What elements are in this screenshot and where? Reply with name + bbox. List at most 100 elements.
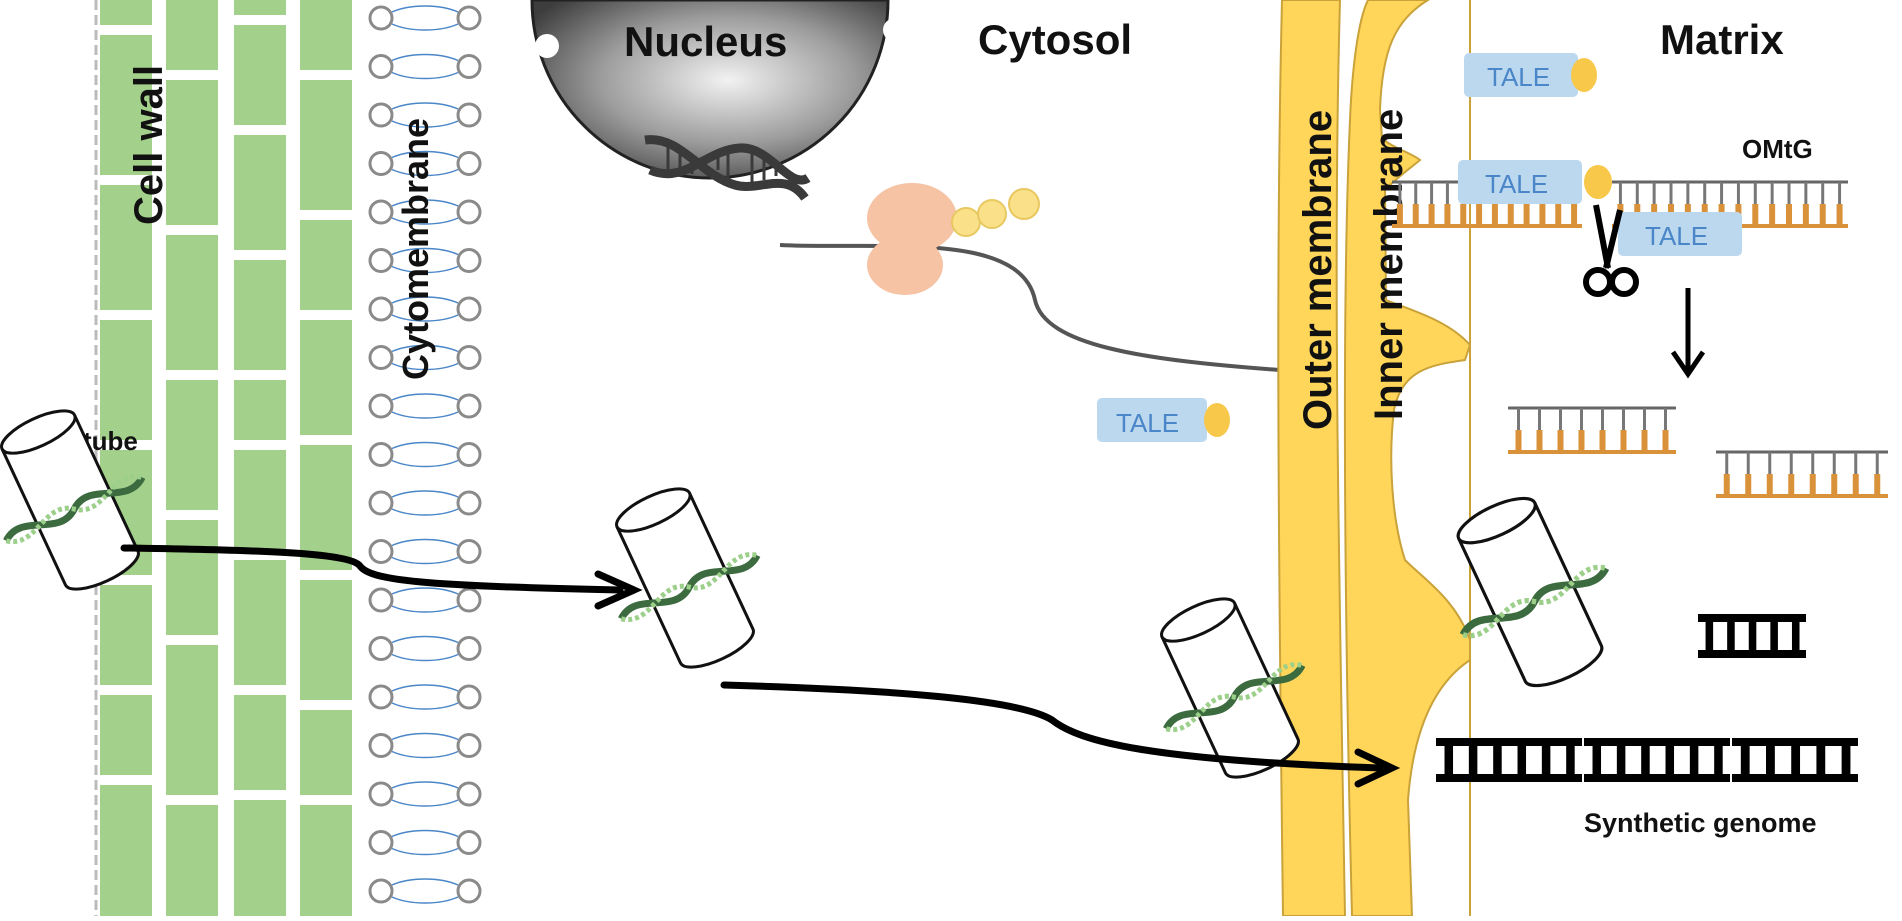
lipid-tail (391, 799, 459, 807)
lipid-head (456, 151, 482, 176)
cell-wall-brick (300, 0, 352, 70)
dna-rung (1748, 622, 1757, 650)
nanotubes (0, 409, 1610, 779)
nanotube-icon (0, 409, 146, 591)
outer-membrane-label: Outer membrane (1296, 110, 1340, 430)
lipid-head (456, 296, 482, 322)
lipid-tail (391, 829, 459, 838)
dna-rung (1791, 746, 1801, 774)
dna-rung (1791, 622, 1800, 650)
lipid-head (368, 102, 394, 128)
lipid-tail (391, 314, 459, 322)
wrapped-dna (618, 552, 761, 623)
dna-rung (1816, 746, 1826, 774)
dna-rung (1770, 622, 1778, 650)
dna-helix-icon (644, 135, 811, 201)
cell-wall-brick (234, 135, 286, 250)
lipid-tail (391, 605, 459, 613)
dna-rung (1714, 746, 1723, 774)
dna-backbone (1436, 738, 1582, 746)
lipid-tail (391, 265, 459, 274)
lipid-tail (391, 102, 459, 110)
lipid-tail (391, 587, 459, 595)
lipid-tail (391, 53, 459, 62)
cell-wall-brick (100, 585, 152, 685)
lipid-tail (391, 71, 459, 80)
dna-rung (1841, 746, 1851, 774)
synthetic-dna-block (1698, 614, 1806, 658)
lipid-tail (391, 490, 459, 498)
dna-backbone (1584, 774, 1730, 782)
lipid-tail (391, 296, 459, 304)
dna-rung (1766, 746, 1775, 774)
lipid-tail (391, 750, 459, 759)
delivery-arrow (720, 681, 1401, 788)
tale-protein: TALE (1618, 212, 1742, 256)
lipid-head (456, 54, 482, 79)
nanotube-body (615, 492, 755, 669)
cell-wall-brick (100, 695, 152, 775)
cell-wall-brick (166, 645, 218, 795)
dna-rung (1641, 746, 1650, 774)
inner-membrane-label: Inner membrane (1367, 109, 1411, 420)
cell-wall-brick (100, 185, 152, 310)
dna-rung (1468, 746, 1478, 774)
cell-wall-brick (234, 800, 286, 916)
cell-wall-brick (234, 695, 286, 790)
dna-rung (1592, 746, 1602, 774)
omtg-label: OMtG (1742, 134, 1813, 164)
dna-fragment (1716, 450, 1888, 498)
lipid-tail (391, 556, 459, 565)
lipid-head (368, 539, 394, 564)
lipid-tail (391, 702, 459, 710)
cell-wall-bricks (100, 0, 352, 916)
cell-wall-brick (300, 580, 352, 700)
cell-wall-brick (166, 235, 218, 370)
lipid-tail (391, 781, 459, 789)
synthetic-genome-label: Synthetic genome (1584, 808, 1817, 838)
lipid-head (456, 684, 482, 710)
lipid-head (368, 296, 394, 322)
nanotube-body (0, 414, 140, 591)
lipid-head (456, 5, 482, 31)
lipid-head (456, 442, 482, 467)
nanotube-end (615, 487, 692, 533)
cell-wall-brick (166, 520, 218, 635)
cytomembrane-bilayer (368, 5, 482, 904)
nanotube-icon (615, 487, 761, 669)
dna-strand (1462, 564, 1607, 639)
lipid-head (456, 393, 482, 419)
lipid-tail (391, 411, 459, 419)
lipid-head (368, 5, 394, 31)
cell-wall-brick (166, 80, 218, 225)
dna-backbone (1732, 774, 1858, 782)
lipid-head (368, 393, 394, 419)
lipid-tail (391, 684, 459, 692)
wrapped-dna (1459, 564, 1610, 639)
cell-wall-brick (234, 450, 286, 550)
cell-wall-brick (234, 0, 286, 15)
scissors-icon (1583, 204, 1639, 297)
delivery-arrow (120, 544, 643, 610)
lipid-tail (391, 732, 459, 741)
dna-rung (1493, 746, 1502, 774)
cell-wall-brick (234, 380, 286, 440)
cell-wall-brick (234, 25, 286, 125)
synthetic-dna-block (1732, 738, 1858, 782)
nanotube-body (1160, 602, 1300, 779)
cell-wall-brick (300, 710, 352, 795)
lipid-head (368, 490, 394, 516)
nanotube-icon (1456, 496, 1610, 688)
nucleus: Nucleus (530, 0, 907, 277)
cell-wall-brick (166, 0, 218, 70)
lipid-head (456, 345, 482, 370)
nucleus-label: Nucleus (624, 18, 787, 65)
lipid-tail (391, 5, 459, 13)
lipid-head (456, 587, 482, 613)
dna-fragment (1508, 406, 1676, 454)
cell-wall-brick (166, 805, 218, 916)
lipid-head (368, 587, 394, 613)
tale-protein: TALE (1464, 53, 1597, 97)
lipid-tail (391, 459, 459, 468)
lipid-head (368, 878, 394, 904)
